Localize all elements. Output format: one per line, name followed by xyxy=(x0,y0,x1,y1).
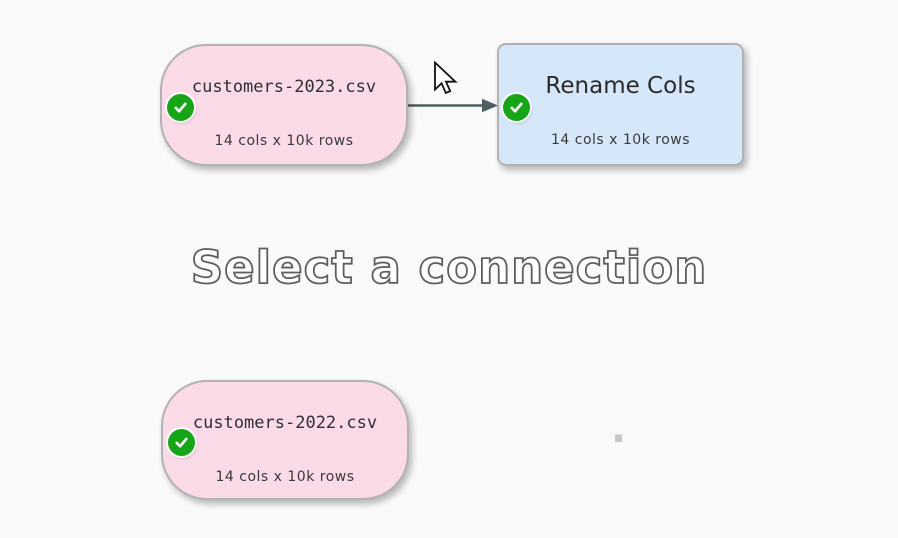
check-circle-icon xyxy=(503,94,530,121)
node-title: Rename Cols xyxy=(545,73,696,99)
node-customers-2023-csv[interactable]: customers-2023.csv 14 cols x 10k rows xyxy=(160,44,408,166)
node-title: customers-2023.csv xyxy=(191,77,377,97)
node-rename-cols[interactable]: Rename Cols 14 cols x 10k rows xyxy=(497,43,744,166)
check-circle-icon xyxy=(168,429,195,456)
arrow-cursor-icon xyxy=(434,61,458,95)
node-customers-2022-csv[interactable]: customers-2022.csv 14 cols x 10k rows xyxy=(161,380,409,500)
small-gray-marker xyxy=(615,434,622,442)
node-info: 14 cols x 10k rows xyxy=(214,133,354,149)
node-info: 14 cols x 10k rows xyxy=(215,469,355,485)
check-circle-icon xyxy=(167,94,194,121)
connection-arrow[interactable] xyxy=(406,95,500,116)
node-title: customers-2022.csv xyxy=(192,413,378,433)
watermark-text: Select a connection xyxy=(190,240,708,295)
node-info: 14 cols x 10k rows xyxy=(550,132,691,148)
